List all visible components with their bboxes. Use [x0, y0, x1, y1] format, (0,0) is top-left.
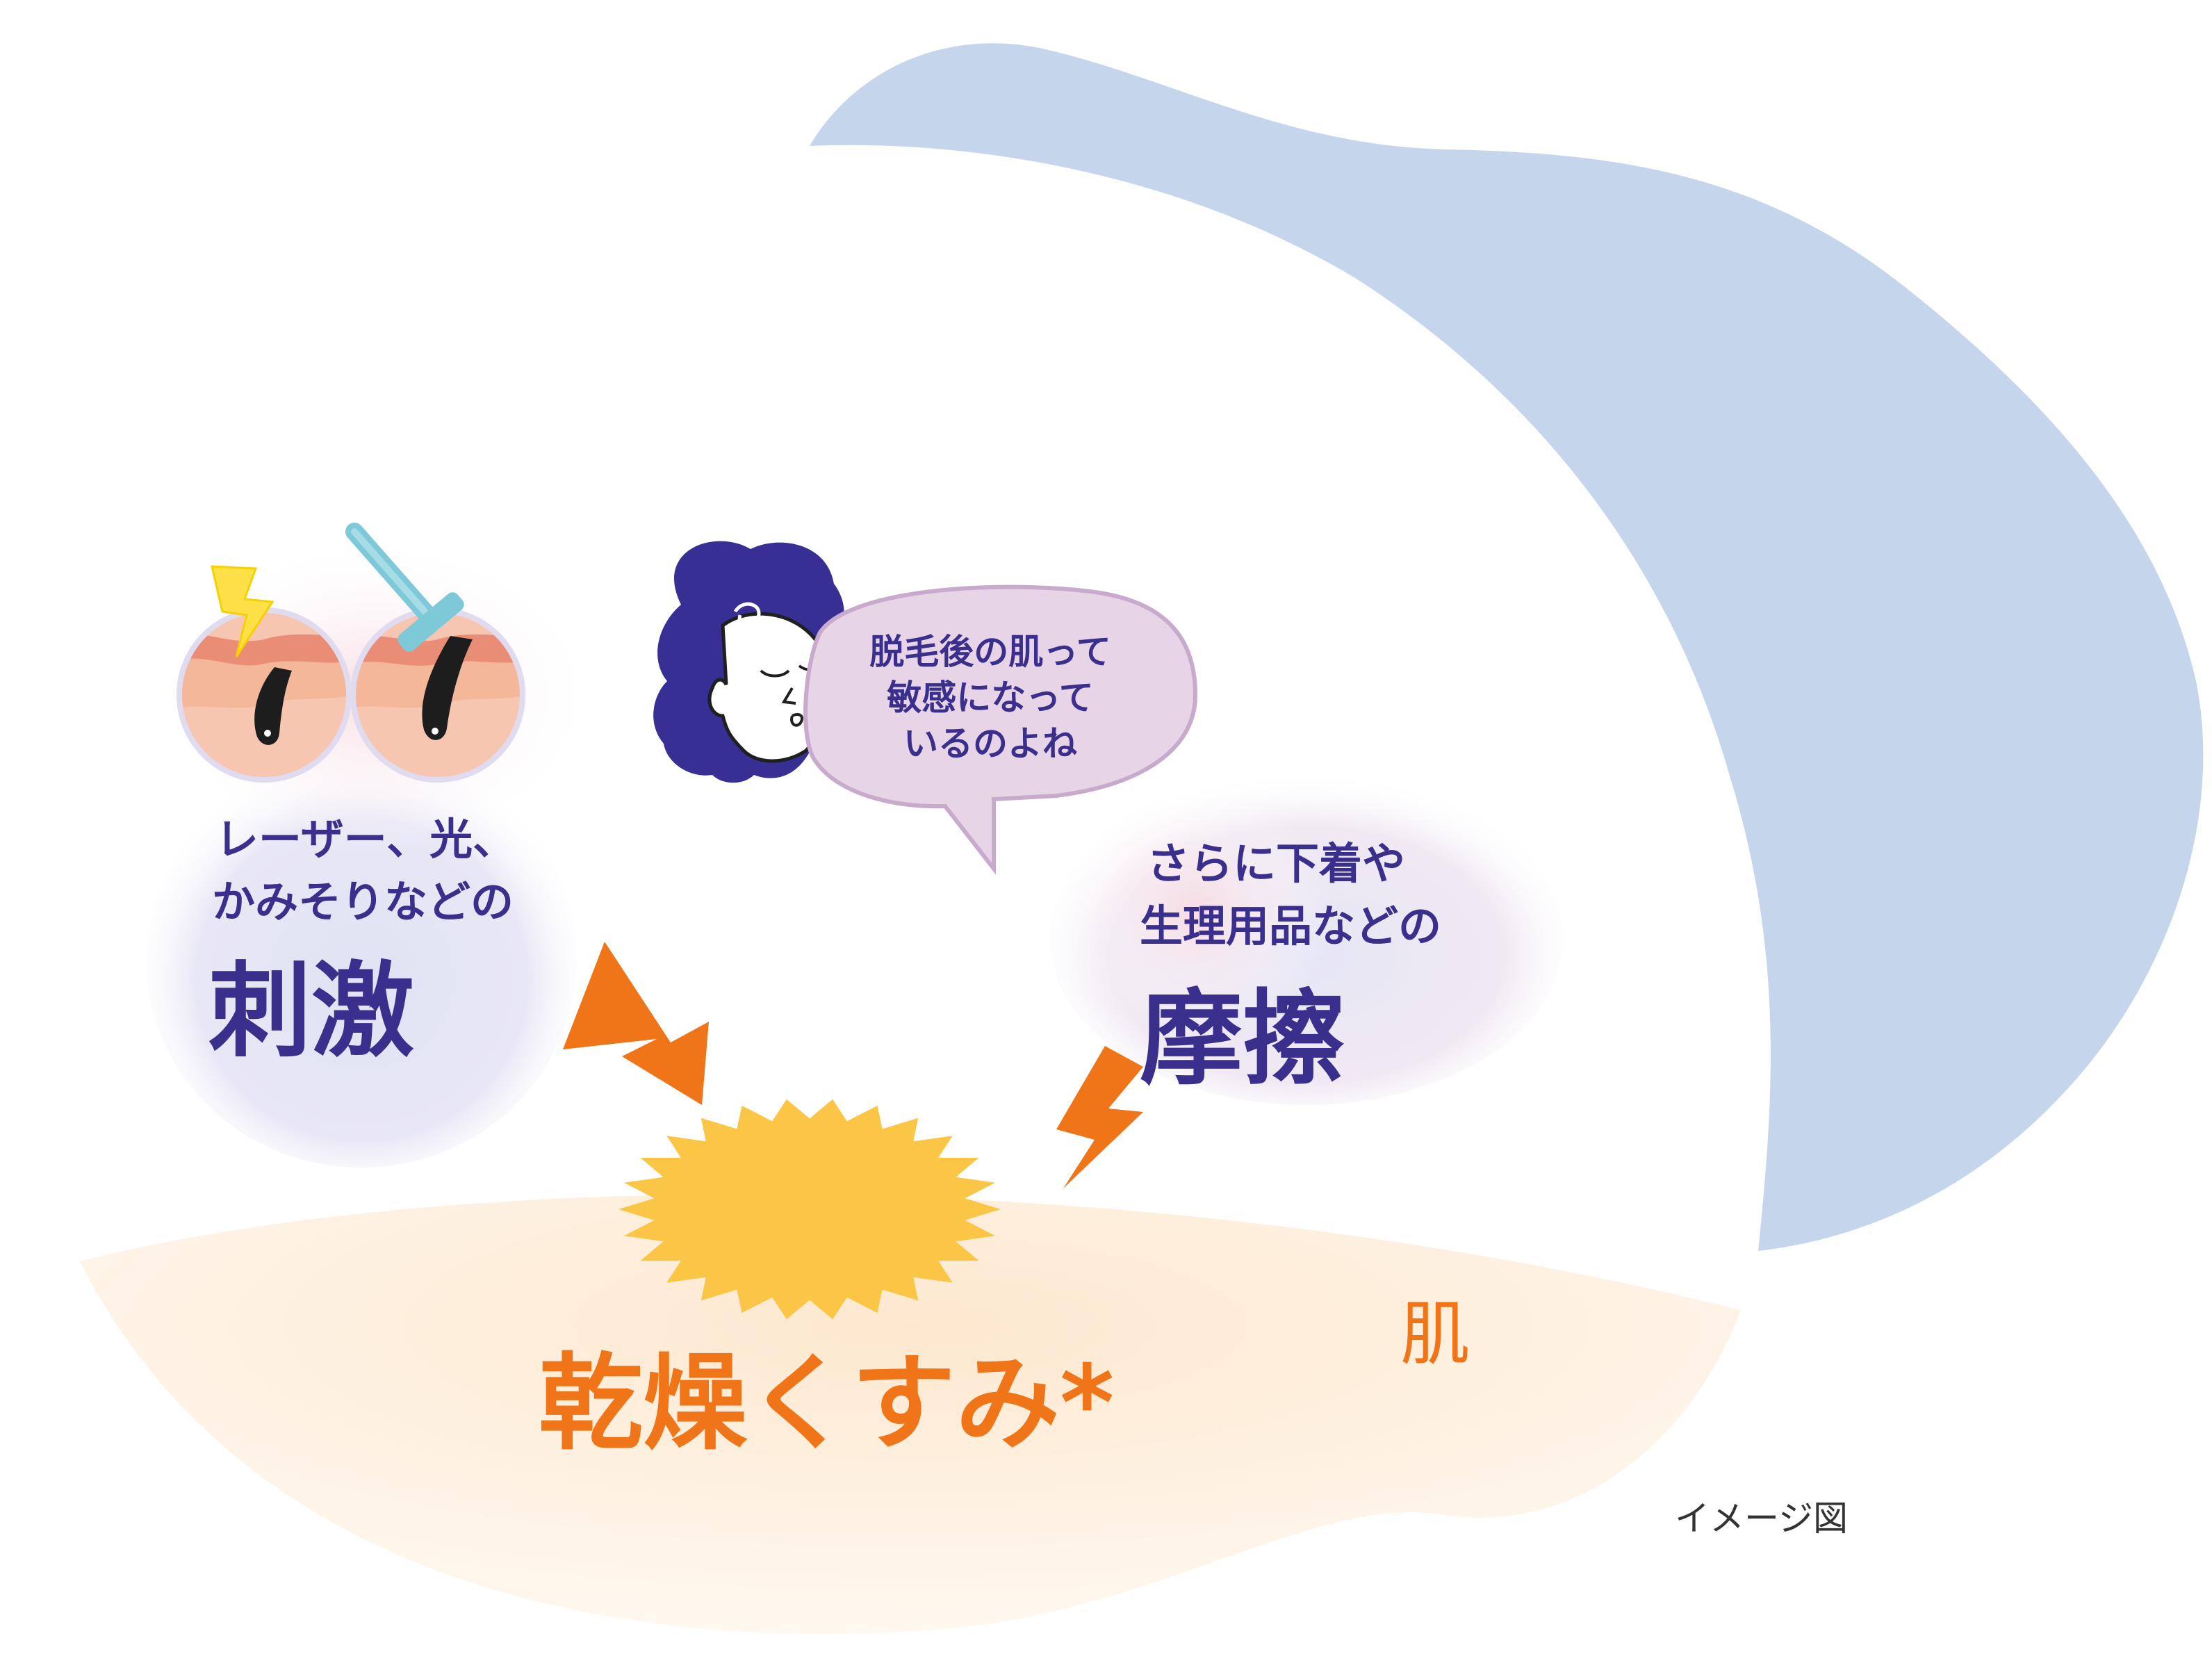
stimulus-line2: かみそりなどの: [212, 876, 514, 927]
result-label: 乾燥くすみ*: [539, 1343, 1115, 1464]
friction-line1: さらに下着や: [1147, 838, 1406, 889]
speech-bubble-line2: 敏感になって: [887, 678, 1094, 718]
razor-icon: [345, 523, 464, 652]
speech-bubble: [803, 584, 1198, 875]
lightning-icon: [1056, 1046, 1143, 1188]
stimulus-keyword: 刺激: [208, 951, 414, 1071]
caption-label: イメージ図: [1675, 1498, 1848, 1539]
friction-pink-glow: [1056, 785, 1334, 1036]
burst-icon: [618, 1099, 1001, 1320]
skin-label: 肌: [1400, 1293, 1470, 1375]
lightning-icon: [211, 565, 275, 657]
friction-keyword: 摩擦: [1140, 979, 1345, 1099]
lightning-icon: [563, 942, 709, 1105]
hair-follicle-icon: [350, 607, 525, 783]
stimulus-line1: レーザー、光、: [215, 814, 516, 865]
friction-line2: 生理用品などの: [1140, 901, 1442, 951]
speech-bubble-line3: いるのよね: [903, 723, 1077, 764]
woman-face-icon: [653, 541, 844, 783]
background-blue-blob: [810, 43, 2204, 1251]
speech-bubble-line1: 脱毛後の肌って: [869, 632, 1111, 672]
stimulus-cloud: [146, 751, 577, 1168]
skin-band: [80, 1194, 1741, 1635]
hair-follicle-icon: [177, 607, 352, 783]
